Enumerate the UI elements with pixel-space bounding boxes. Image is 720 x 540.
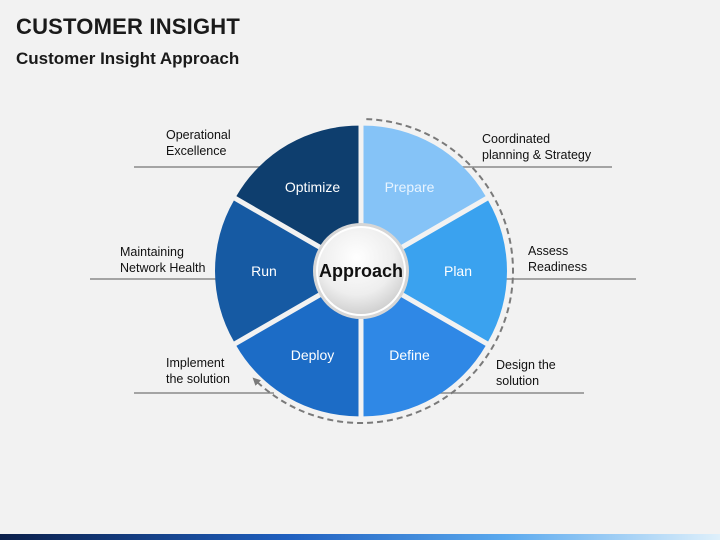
segment-optimize [236,125,359,252]
segment-prepare [363,125,486,252]
callout-operational-excellence: Operational Excellence [166,128,231,158]
segment-label-deploy: Deploy [291,347,335,363]
segment-label-define: Define [389,347,430,363]
callout-maintaining-network-health: Maintaining Network Health [120,245,206,275]
progress-arc [252,118,514,424]
segment-plan [391,200,507,342]
segment-label-optimize: Optimize [285,179,340,195]
callout-assess-readiness: Assess Readiness [528,244,588,274]
segment-deploy [236,290,359,417]
segment-label-plan: Plan [444,263,472,279]
center-hub: Approach [313,223,409,319]
page-subtitle: Customer Insight Approach [16,49,240,68]
footer-accent-bar [0,534,720,540]
callout-implement-solution: Implement the solution [166,356,230,386]
segment-run [215,200,331,342]
callout-design-solution: Design the solution [496,358,556,388]
segment-label-prepare: Prepare [385,179,435,195]
callout-coordinated-planning: Coordinated planning & Strategy [482,132,592,162]
segment-define [363,290,486,417]
segment-label-run: Run [251,263,277,279]
center-hub-label: Approach [319,261,403,281]
page-title: CUSTOMER INSIGHT [16,14,241,39]
